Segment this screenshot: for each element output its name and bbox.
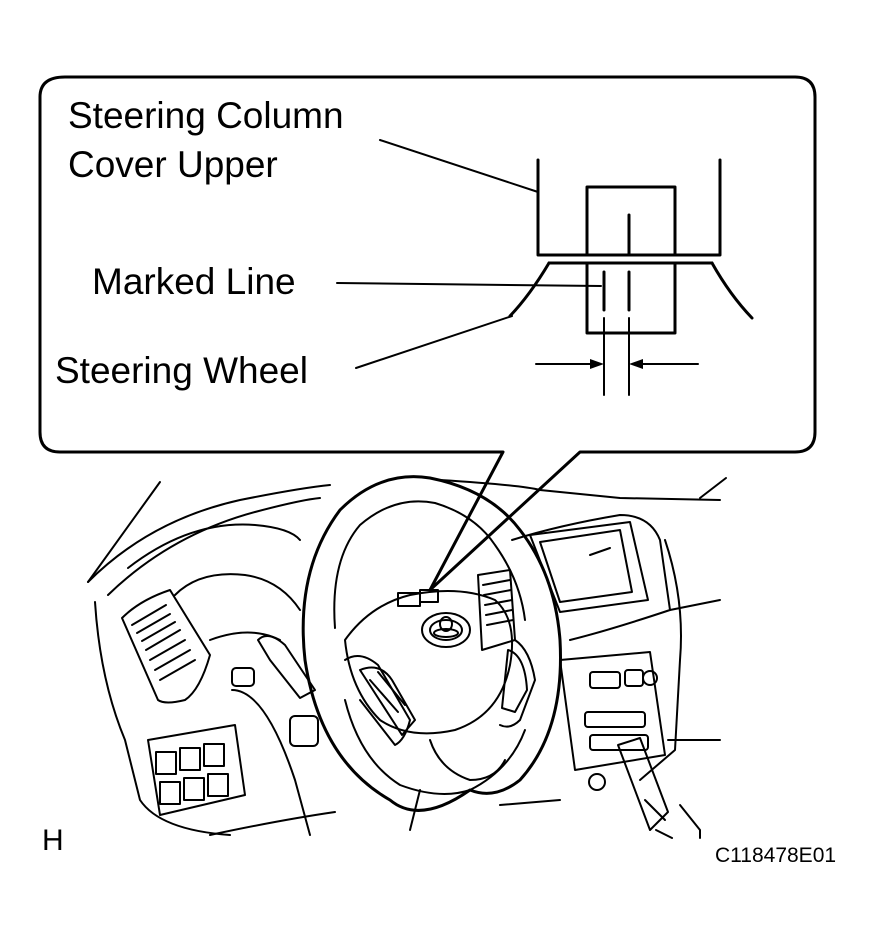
floor-line [499,799,561,806]
dash-rear-edge [699,477,727,499]
leader-steering-wheel [355,315,513,369]
leader-marked-line [336,282,602,287]
label-cover-upper: Cover Upper [68,144,278,185]
airbag-pad [344,590,514,735]
wheel-rim-inner-lower [344,699,526,795]
label-steering-column: Steering Column [68,95,344,136]
steering-wheel [301,475,562,812]
callout-outline [38,75,817,592]
cover-mark-box [585,185,677,257]
console-frame [511,514,671,641]
dashboard-illustration [87,475,727,839]
console-dial [588,773,606,791]
figure-code: C118478E01 [715,844,836,867]
display-bezel [529,521,649,613]
center-air-vent [477,569,516,651]
label-marked-line: Marked Line [92,261,296,302]
alignment-detail [508,158,754,396]
leader-lines [336,139,602,369]
callout-labels: Steering Column Cover Upper Marked Line … [55,95,344,391]
spoke-left [344,655,411,746]
control-knob [642,670,658,686]
left-switch-panel [147,724,246,816]
turn-signal-stalk [257,635,316,699]
label-steering-wheel: Steering Wheel [55,350,308,391]
headlight-knob [231,667,255,687]
callout-bubble [38,75,817,592]
control-switch-1 [589,671,621,689]
dash-left-face [94,601,231,836]
dimension-arrowhead-right [629,359,643,369]
console-side-line [669,599,721,611]
wheel-rim-outer [301,475,562,812]
wheel-right-slope [710,261,754,320]
dash-lower-line [209,811,336,836]
wheel-rim-inner [333,500,526,629]
console-right-edge [639,539,682,781]
shift-lever [617,737,673,839]
small-switch [289,715,319,747]
dash-top-right [439,479,721,501]
control-switch-2 [624,669,644,687]
dash-top-left [87,484,331,583]
left-air-vent [121,589,211,704]
right-spoke-buttons [501,649,528,713]
toyota-emblem-icon [421,612,471,648]
wheel-left-slope [508,261,551,318]
control-button-row-1 [584,711,646,728]
dash-left-contour [174,573,301,611]
left-spoke-buttons [359,666,416,736]
knee-panel [231,689,311,836]
a-pillar [87,481,161,583]
dimension-arrowhead-left [590,359,604,369]
figure-letter: H [42,824,64,857]
display-screen [539,529,633,603]
dash-lower-left [127,523,301,569]
spoke-lower [429,739,506,781]
wheel-mark-box [585,261,677,335]
lever-handle-line [679,804,701,839]
display-glare [589,547,611,556]
column-top-mark [419,589,439,603]
dash-top-line [107,497,321,596]
spoke-right [499,639,536,728]
control-panel [559,651,666,771]
steering-column-lower [409,789,421,831]
leader-column-cover [379,139,539,193]
center-console [477,514,721,791]
